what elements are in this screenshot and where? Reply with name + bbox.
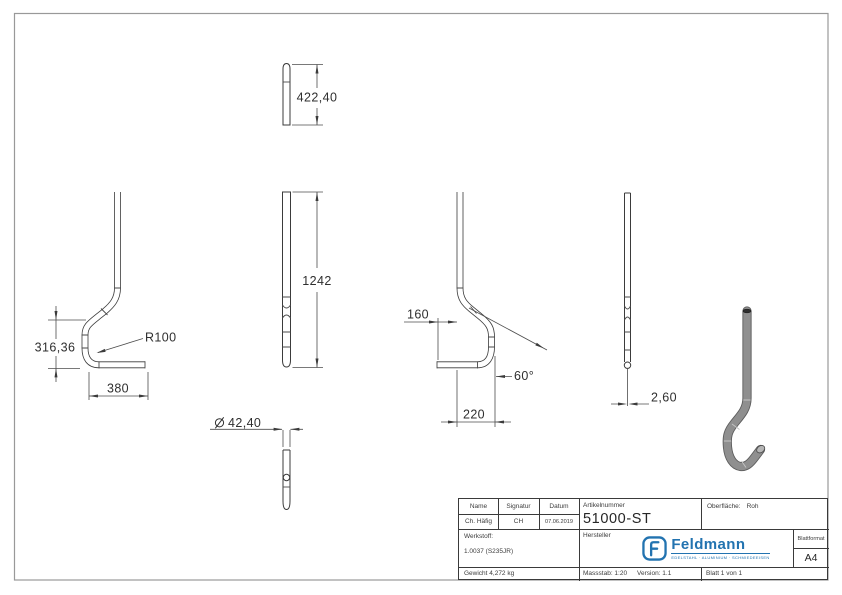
dim-bottom-diameter: 42,40 [228,416,261,430]
tube-edges [81,287,146,369]
version-value: Version: 1.1 [637,570,672,577]
bend-arcs [624,305,631,321]
arrowhead [315,116,319,125]
arrowhead [495,420,504,424]
tube-3d-segment-lines [723,399,751,468]
arrowhead [496,375,505,378]
name-value: Ch. Häfig [464,518,493,525]
title-block: Name Signatur Datum Ch. Häfig CH 07.06.2… [458,498,829,581]
divider [701,499,702,529]
feldmann-logo: Feldmann EDELSTAHL · ALUMINIUM · SCHMIED… [619,532,793,565]
arrowhead [290,427,300,431]
feldmann-logo-icon [642,536,668,561]
bent-view: 60° 160 220 [404,192,548,427]
dimension-lines [292,191,323,368]
dimension-lines [292,64,323,126]
article-number-label: Artikelnummer [583,502,625,509]
format-value: A4 [804,551,818,564]
dimension-lines [48,306,86,382]
article-number-value: 51000-ST [583,510,652,527]
name-label: Name [469,503,488,510]
isometric-view [722,306,766,472]
divider [579,499,580,581]
dimension-lines [611,368,649,406]
arrowhead [54,368,58,378]
front-view: 1242 [282,191,331,368]
dim-bent-angle: 60° [514,369,534,383]
dim-left-radius: R100 [145,331,176,345]
tube-3d-top-cap [742,308,752,314]
radius-leader [97,338,144,353]
dimension-lines [210,428,303,447]
arrowhead [96,348,106,353]
material-value: 1.0037 (S235JR) [464,547,514,555]
tube-fill [82,192,145,368]
dim-side-thickness: 2,60 [651,391,677,405]
dim-left-width: 380 [107,382,129,396]
format-label: Blattformat [797,535,825,542]
tube-3d-body [723,307,765,471]
surface-value: Roh [746,502,759,510]
sheet-number-value: Blatt 1 von 1 [706,570,743,577]
arrowhead [448,320,457,324]
arrowhead [628,402,638,406]
feldmann-logo-text-group: Feldmann EDELSTAHL · ALUMINIUM · SCHMIED… [671,536,770,560]
dim-top-length: 422,40 [297,91,338,105]
divider [701,567,702,581]
tube-end-circle [623,361,632,369]
date-value: 07.06.2019 [545,518,573,525]
arrowhead [315,358,319,368]
bottom-view-outline [282,449,291,511]
top-view-outline [282,62,291,126]
tube-end-circle [282,473,291,482]
diameter-icon [214,416,225,429]
signature-value: CH [513,518,524,525]
surface-cell: Oberfläche: Roh [707,500,825,512]
arrowhead [54,311,58,320]
bend-arcs [282,304,291,319]
tube-fill [437,192,495,368]
top-view: 422,40 [282,62,338,126]
bend-tangent-lines [282,296,291,348]
arrowhead [618,402,627,406]
dim-front-length: 1242 [302,274,331,288]
material-label: Werkstoff: [464,532,494,540]
bottom-view: 42,40 [210,416,303,511]
tube-edges [436,287,495,369]
tube-outline [437,192,495,369]
feldmann-wordmark: Feldmann [671,536,746,553]
arrowhead [139,394,148,398]
dim-left-height: 316,36 [35,341,76,355]
arrowhead [273,427,283,431]
side-view: 2,60 [611,192,677,406]
dimension-lines [404,318,457,360]
scale-value: Massstab: 1:20 [583,570,628,577]
divider [459,529,829,530]
feldmann-tagline: EDELSTAHL · ALUMINIUM · SCHMIEDEEISEN [671,553,770,560]
arrowhead [315,192,319,201]
divider [459,567,829,568]
dim-bent-offset: 160 [407,308,429,322]
sheet-frame [13,12,829,581]
signature-label: Signatur [506,503,531,510]
divider [793,548,829,549]
tube-3d-end-cap [756,445,766,454]
dim-bent-width: 220 [463,408,485,422]
weight-value: Gewicht 4,272 kg [464,570,515,577]
bend-tangent-lines [624,296,631,351]
side-view-outline [624,192,631,362]
left-view: 316,36 R100 380 [35,192,176,400]
arrowhead [448,420,457,424]
manufacturer-label: Hersteller [583,531,611,539]
arrowhead [429,320,438,324]
arrowhead [89,394,98,398]
divider [459,514,579,515]
arrowhead [315,64,319,74]
dimension-lines [88,372,149,400]
arrowhead [535,342,544,349]
front-view-outline [282,191,291,368]
surface-label: Oberfläche: [707,502,741,510]
date-label: Datum [549,503,569,510]
